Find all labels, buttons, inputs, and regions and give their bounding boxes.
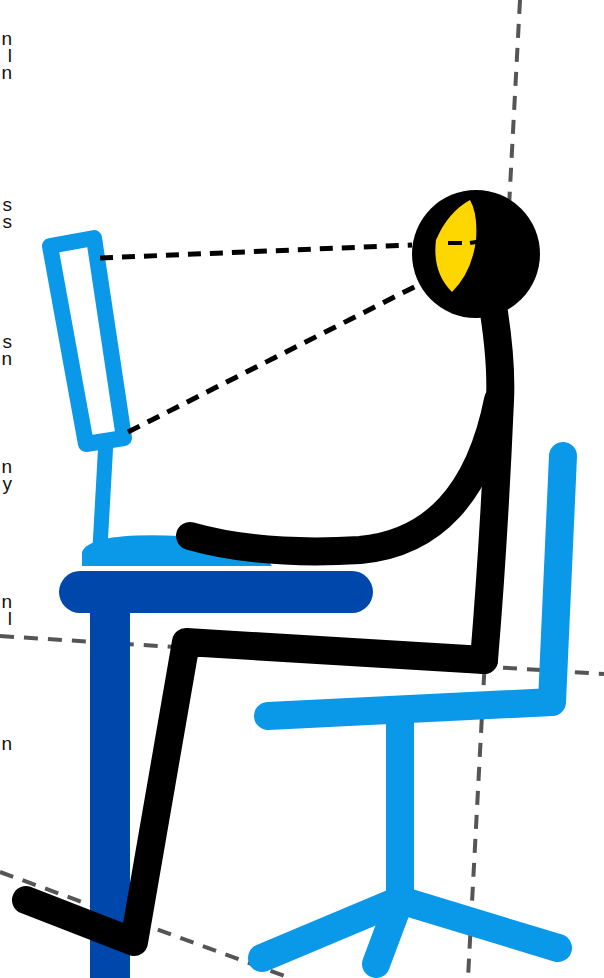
cropped-text-fragment: n bbox=[0, 458, 12, 475]
cropped-text-fragment: s bbox=[0, 196, 12, 213]
cropped-text-fragment: s bbox=[0, 213, 12, 230]
cropped-text-fragment: l bbox=[0, 610, 12, 627]
cropped-text-fragment: n bbox=[0, 735, 12, 752]
head bbox=[412, 190, 540, 318]
cropped-text-fragment: n bbox=[0, 350, 12, 367]
cropped-text-fragment: s bbox=[0, 333, 12, 350]
monitor bbox=[50, 238, 272, 566]
cropped-text-fragment: y bbox=[0, 475, 12, 492]
face bbox=[435, 200, 476, 292]
cropped-text-fragment: n bbox=[0, 30, 12, 47]
cropped-text-fragment: n bbox=[0, 593, 12, 610]
eye-marks bbox=[448, 241, 482, 243]
cropped-text-fragment: l bbox=[0, 47, 12, 64]
sight-lines bbox=[100, 245, 424, 432]
person bbox=[26, 300, 500, 942]
cropped-text-fragment: n bbox=[0, 64, 12, 81]
